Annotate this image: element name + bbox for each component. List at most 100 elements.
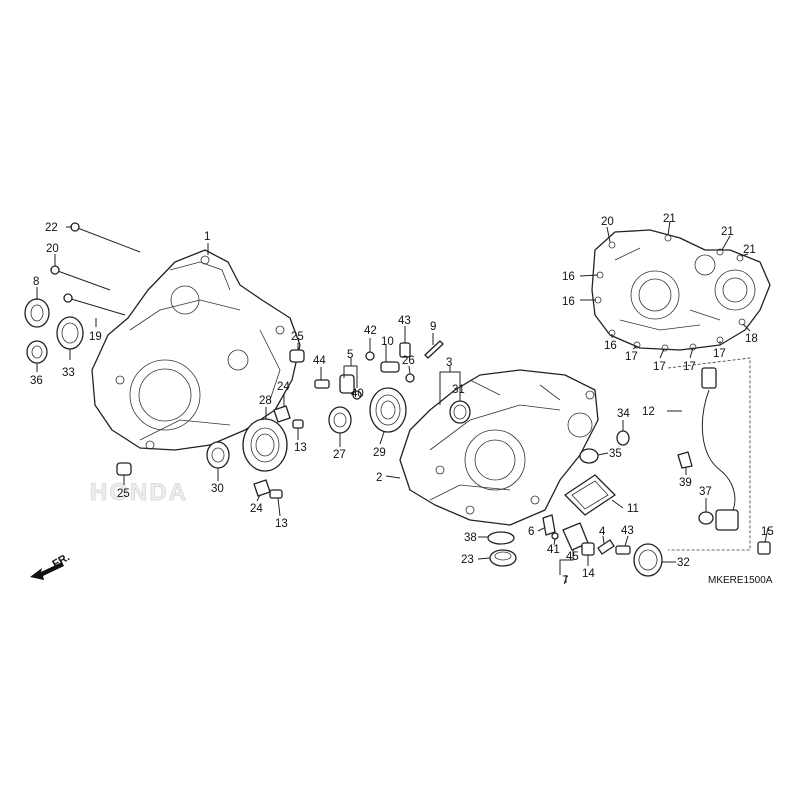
- callout-21-b: 21: [721, 226, 734, 238]
- callout-16-c: 16: [604, 340, 617, 352]
- callout-24-lower: 24: [250, 503, 263, 515]
- callout-11: 11: [627, 503, 639, 515]
- callout-14: 14: [582, 568, 595, 580]
- callout-29: 29: [373, 447, 386, 459]
- bolt-15: [757, 541, 771, 555]
- callout-45: 45: [566, 551, 579, 563]
- callout-23: 23: [461, 554, 474, 566]
- cap-23: [489, 549, 517, 567]
- callout-40: 40: [351, 388, 364, 400]
- callout-4: 4: [599, 526, 606, 538]
- callout-32: 32: [677, 557, 690, 569]
- callout-labels: 1 2 3 4 5 6 7 8 10 11 12 13 13 14 15 16 …: [30, 213, 774, 587]
- gasket-11: [564, 474, 616, 516]
- setting-plate-24-upper: [273, 405, 291, 423]
- callout-39: 39: [679, 477, 692, 489]
- callout-19: 19: [89, 331, 102, 343]
- stud-10: [380, 361, 400, 373]
- setting-plate-24-lower: [253, 479, 271, 497]
- svg-text:FR.: FR.: [51, 551, 72, 570]
- callout-25-lower: 25: [117, 488, 130, 500]
- callout-7: 7: [562, 575, 568, 587]
- oring-41: [551, 532, 559, 540]
- callout-21-c: 21: [743, 244, 756, 256]
- callout-13-upper: 13: [294, 442, 307, 454]
- callout-30: 30: [211, 483, 224, 495]
- callout-1: 1: [204, 231, 210, 243]
- callout-16-a: 16: [562, 271, 575, 283]
- callout-35: 35: [609, 448, 622, 460]
- callout-24-upper: 24: [277, 381, 290, 393]
- callout-43-lower: 43: [621, 525, 634, 537]
- callout-34: 34: [617, 408, 630, 420]
- left-crankcase-half: [91, 249, 301, 451]
- callout-26: 26: [402, 355, 415, 367]
- callout-36: 36: [30, 375, 43, 387]
- bearing-29: [369, 387, 407, 433]
- bolt-44: [314, 379, 330, 389]
- callout-21-a: 21: [663, 213, 676, 225]
- callout-17-d: 17: [713, 348, 726, 360]
- bolt-14: [581, 542, 595, 556]
- long-bolt-19: [63, 293, 126, 316]
- diagram-code: MKERE1500A: [708, 575, 773, 586]
- sensor-group-box: [667, 357, 751, 551]
- callout-5: 5: [347, 349, 353, 361]
- callout-22: 22: [45, 222, 58, 234]
- bearing-28: [242, 418, 288, 472]
- crankcase-inner-view: [591, 229, 771, 352]
- callout-15: 15: [761, 526, 774, 538]
- callout-2: 2: [376, 472, 382, 484]
- bearing-27: [328, 406, 352, 434]
- callout-37: 37: [699, 486, 712, 498]
- callout-20-a: 20: [601, 216, 614, 228]
- honda-watermark: HONDA: [90, 479, 188, 507]
- callout-25-upper: 25: [291, 331, 304, 343]
- bolt-43-lower: [615, 545, 631, 555]
- oil-seal-36: [26, 340, 48, 364]
- oil-seal-34: [616, 430, 630, 446]
- oil-seal-8: [24, 298, 50, 328]
- collar-40: [339, 374, 362, 400]
- callout-3: 3: [446, 357, 452, 369]
- collar-4: [597, 539, 615, 555]
- oring-26: [405, 373, 415, 383]
- callout-44: 44: [313, 355, 326, 367]
- bolt-13-lower: [269, 489, 283, 499]
- oring-37: [698, 511, 714, 525]
- callout-6: 6: [528, 526, 534, 538]
- oil-seal-32: [633, 543, 663, 577]
- oil-seal-35: [579, 448, 599, 464]
- bolt-13-upper: [292, 419, 304, 429]
- callout-8: 8: [33, 276, 39, 288]
- long-bolt-22: [70, 222, 141, 253]
- callout-17-a: 17: [625, 351, 638, 363]
- right-crankcase-half: [399, 369, 599, 526]
- pin-9: [424, 340, 444, 359]
- callout-38: 38: [464, 532, 477, 544]
- sensor-12: [701, 367, 739, 531]
- callout-27: 27: [333, 449, 346, 461]
- clip-42: [365, 351, 375, 361]
- callout-16-b: 16: [562, 296, 575, 308]
- callout-10: 10: [381, 336, 394, 348]
- front-direction-arrow: FR.: [30, 551, 72, 580]
- callout-17-b: 17: [653, 361, 666, 373]
- seal-ring-33: [56, 316, 84, 350]
- callout-13-lower: 13: [275, 518, 288, 530]
- callout-17-c: 17: [683, 361, 696, 373]
- callout-28: 28: [259, 395, 272, 407]
- dowel-pin-25-lower: [116, 462, 132, 476]
- bearing-30: [206, 441, 230, 469]
- callout-12: 12: [642, 406, 655, 418]
- callout-42: 42: [364, 325, 377, 337]
- callout-43-upper: 43: [398, 315, 411, 327]
- long-bolt-20: [50, 265, 111, 291]
- svg-text:HONDA: HONDA: [90, 479, 188, 506]
- callout-9: 9: [430, 321, 436, 333]
- clamp-39: [677, 451, 693, 469]
- callout-31: 31: [452, 384, 465, 396]
- leader-lines: [36, 220, 769, 583]
- callout-18: 18: [745, 333, 758, 345]
